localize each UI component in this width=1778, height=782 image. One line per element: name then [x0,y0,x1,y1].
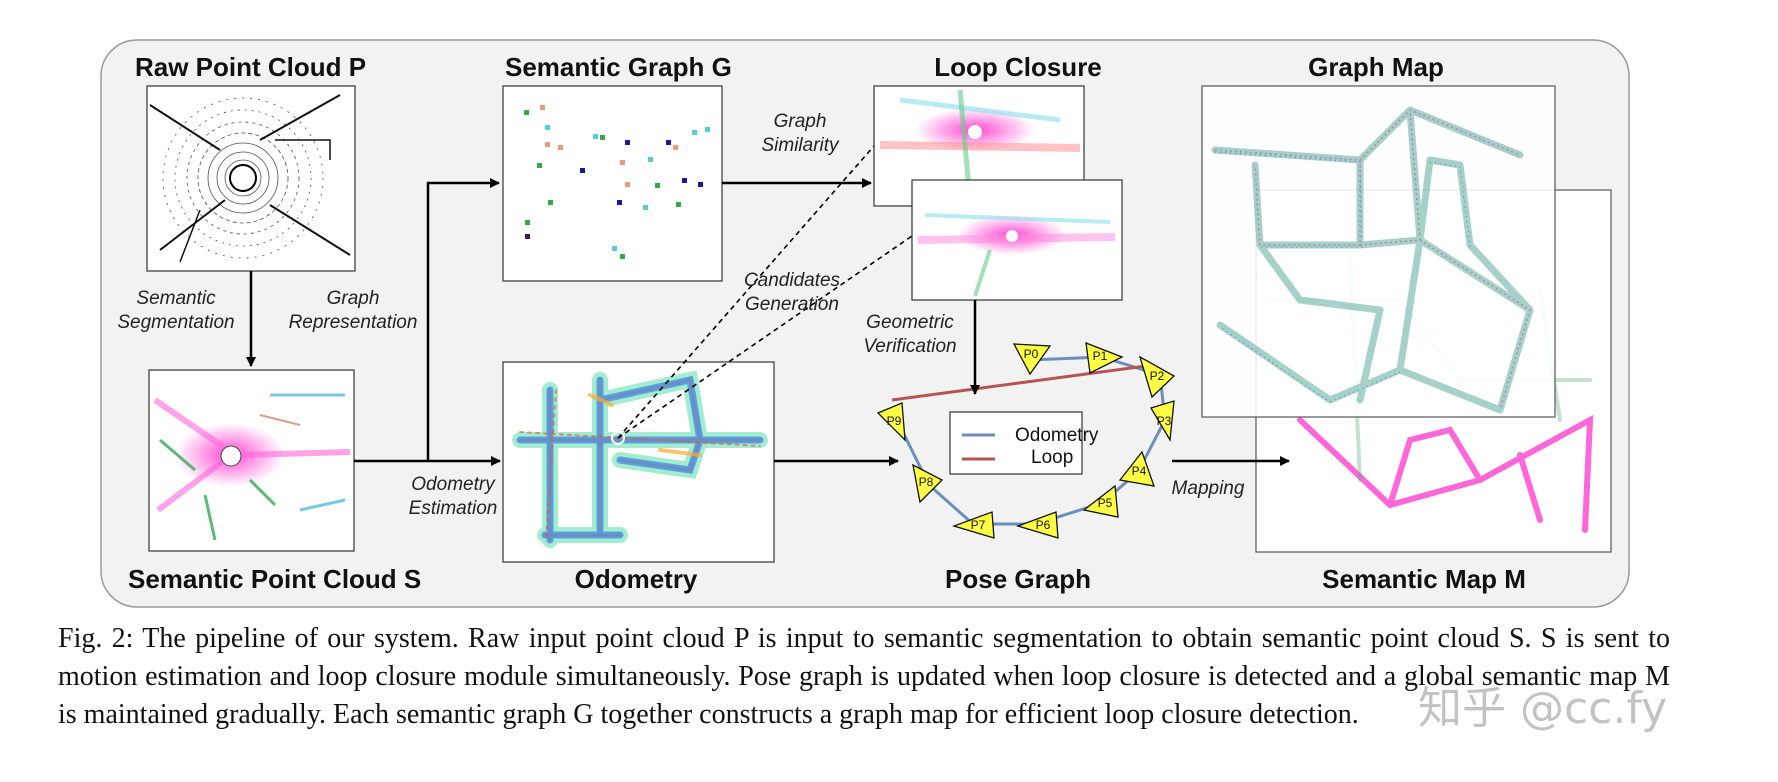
pose-node-p9: P9 [876,402,906,442]
step-mapping: Mapping [1172,478,1245,499]
title-pose-graph: Pose Graph [945,564,1091,594]
candidate-dashed-lines [617,145,913,439]
pose-node-p2: P2 [1138,355,1176,399]
pose-node-p5: P5 [1082,484,1119,518]
odometry-map-image [502,361,775,563]
pose-node-p4: P4 [1118,450,1155,487]
pose-node-p1: P1 [1085,341,1124,374]
step-semantic-segmentation: Semantic Segmentation [117,288,234,333]
pose-graph-loop-edge [891,364,1147,402]
legend-odometry: Odometry [1015,425,1099,446]
pose-node-p6: P6 [1015,511,1059,539]
svg-text:P1: P1 [1093,349,1108,363]
step-geometric-verification: Geometric Verification [863,312,956,357]
title-semantic-point-cloud: Semantic Point Cloud S [128,564,421,594]
pipeline-diagram: Raw Point Cloud P Semantic Graph G Loop … [100,39,1630,608]
legend-loop: Loop [1031,447,1073,468]
svg-text:Generation: Generation [745,294,839,315]
title-raw-point-cloud: Raw Point Cloud P [135,52,366,82]
title-odometry: Odometry [575,564,698,594]
pose-graph-odometry-edges [896,355,1167,526]
raw-point-cloud-image [146,85,356,272]
loop-closure-scan-bottom [911,179,1123,301]
svg-text:Estimation: Estimation [409,498,498,519]
svg-text:Graph: Graph [774,111,827,132]
pose-node-p7: P7 [951,511,995,539]
svg-text:Verification: Verification [863,336,956,357]
pose-graph-legend: Odometry Loop [949,411,1099,475]
svg-text:P9: P9 [887,414,902,428]
step-graph-similarity: Graph Similarity [761,111,840,156]
svg-text:P6: P6 [1036,518,1051,532]
title-loop-closure: Loop Closure [934,52,1102,82]
svg-text:Graph: Graph [327,288,380,309]
step-graph-representation: Graph Representation [289,288,418,333]
semantic-graph-image [502,85,723,282]
svg-text:P7: P7 [971,518,986,532]
svg-text:Segmentation: Segmentation [117,312,234,333]
pose-graph: P0 P1 P2 P3 P4 P5 P6 P7 [876,341,1176,539]
step-odometry-estimation: Odometry Estimation [409,474,498,519]
svg-text:P5: P5 [1098,496,1113,510]
semantic-point-cloud-image [148,369,355,552]
pose-node-p8: P8 [912,463,944,504]
title-graph-map: Graph Map [1308,52,1444,82]
svg-text:Similarity: Similarity [761,135,840,156]
svg-text:Candidates: Candidates [744,270,841,291]
pose-node-p3: P3 [1150,400,1175,443]
arrow-graph-representation [426,178,500,461]
graph-map-image [1201,85,1556,418]
figure-caption: Fig. 2: The pipeline of our system. Raw … [58,623,1670,730]
svg-text:Semantic: Semantic [136,288,216,309]
svg-text:Representation: Representation [289,312,418,333]
svg-text:P8: P8 [919,475,934,489]
svg-text:P3: P3 [1157,414,1172,428]
svg-text:Odometry: Odometry [411,474,496,495]
pose-node-p0: P0 [1012,343,1052,376]
svg-text:P2: P2 [1150,369,1165,383]
title-semantic-graph: Semantic Graph G [505,52,732,82]
title-semantic-map: Semantic Map M [1322,564,1526,594]
step-candidates-generation: Candidates Generation [744,270,841,315]
svg-text:P4: P4 [1132,464,1147,478]
svg-text:Geometric: Geometric [866,312,954,333]
flow-arrows [246,178,1290,466]
watermark: 知乎 @cc.fy [1418,683,1668,734]
svg-text:P0: P0 [1024,347,1039,361]
